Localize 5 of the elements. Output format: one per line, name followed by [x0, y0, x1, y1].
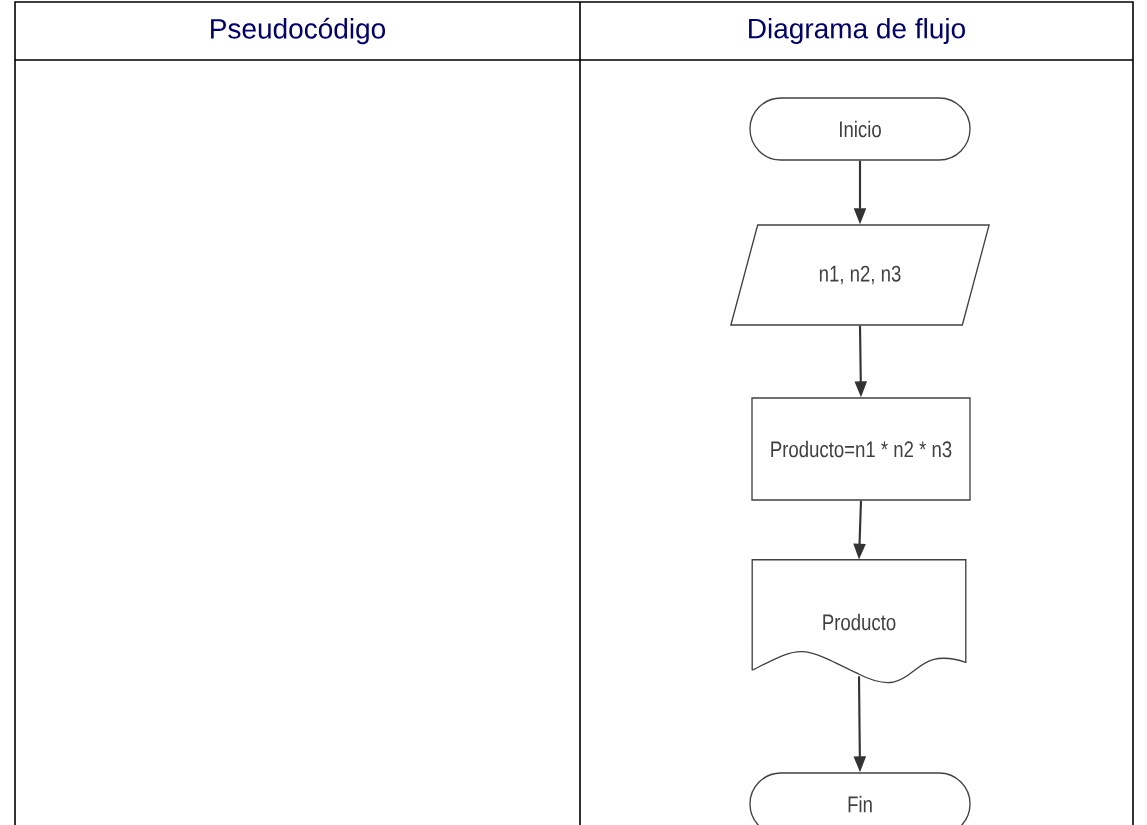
header-cell: Pseudocódigo [211, 17, 385, 45]
input-parallelogram: n1, n2, n3 [730, 224, 990, 326]
process-box: Producto=n1 * n2 * n3 [751, 397, 971, 501]
document-shape: Producto [751, 559, 967, 684]
header-cell: Diagrama de flujo [749, 17, 965, 45]
